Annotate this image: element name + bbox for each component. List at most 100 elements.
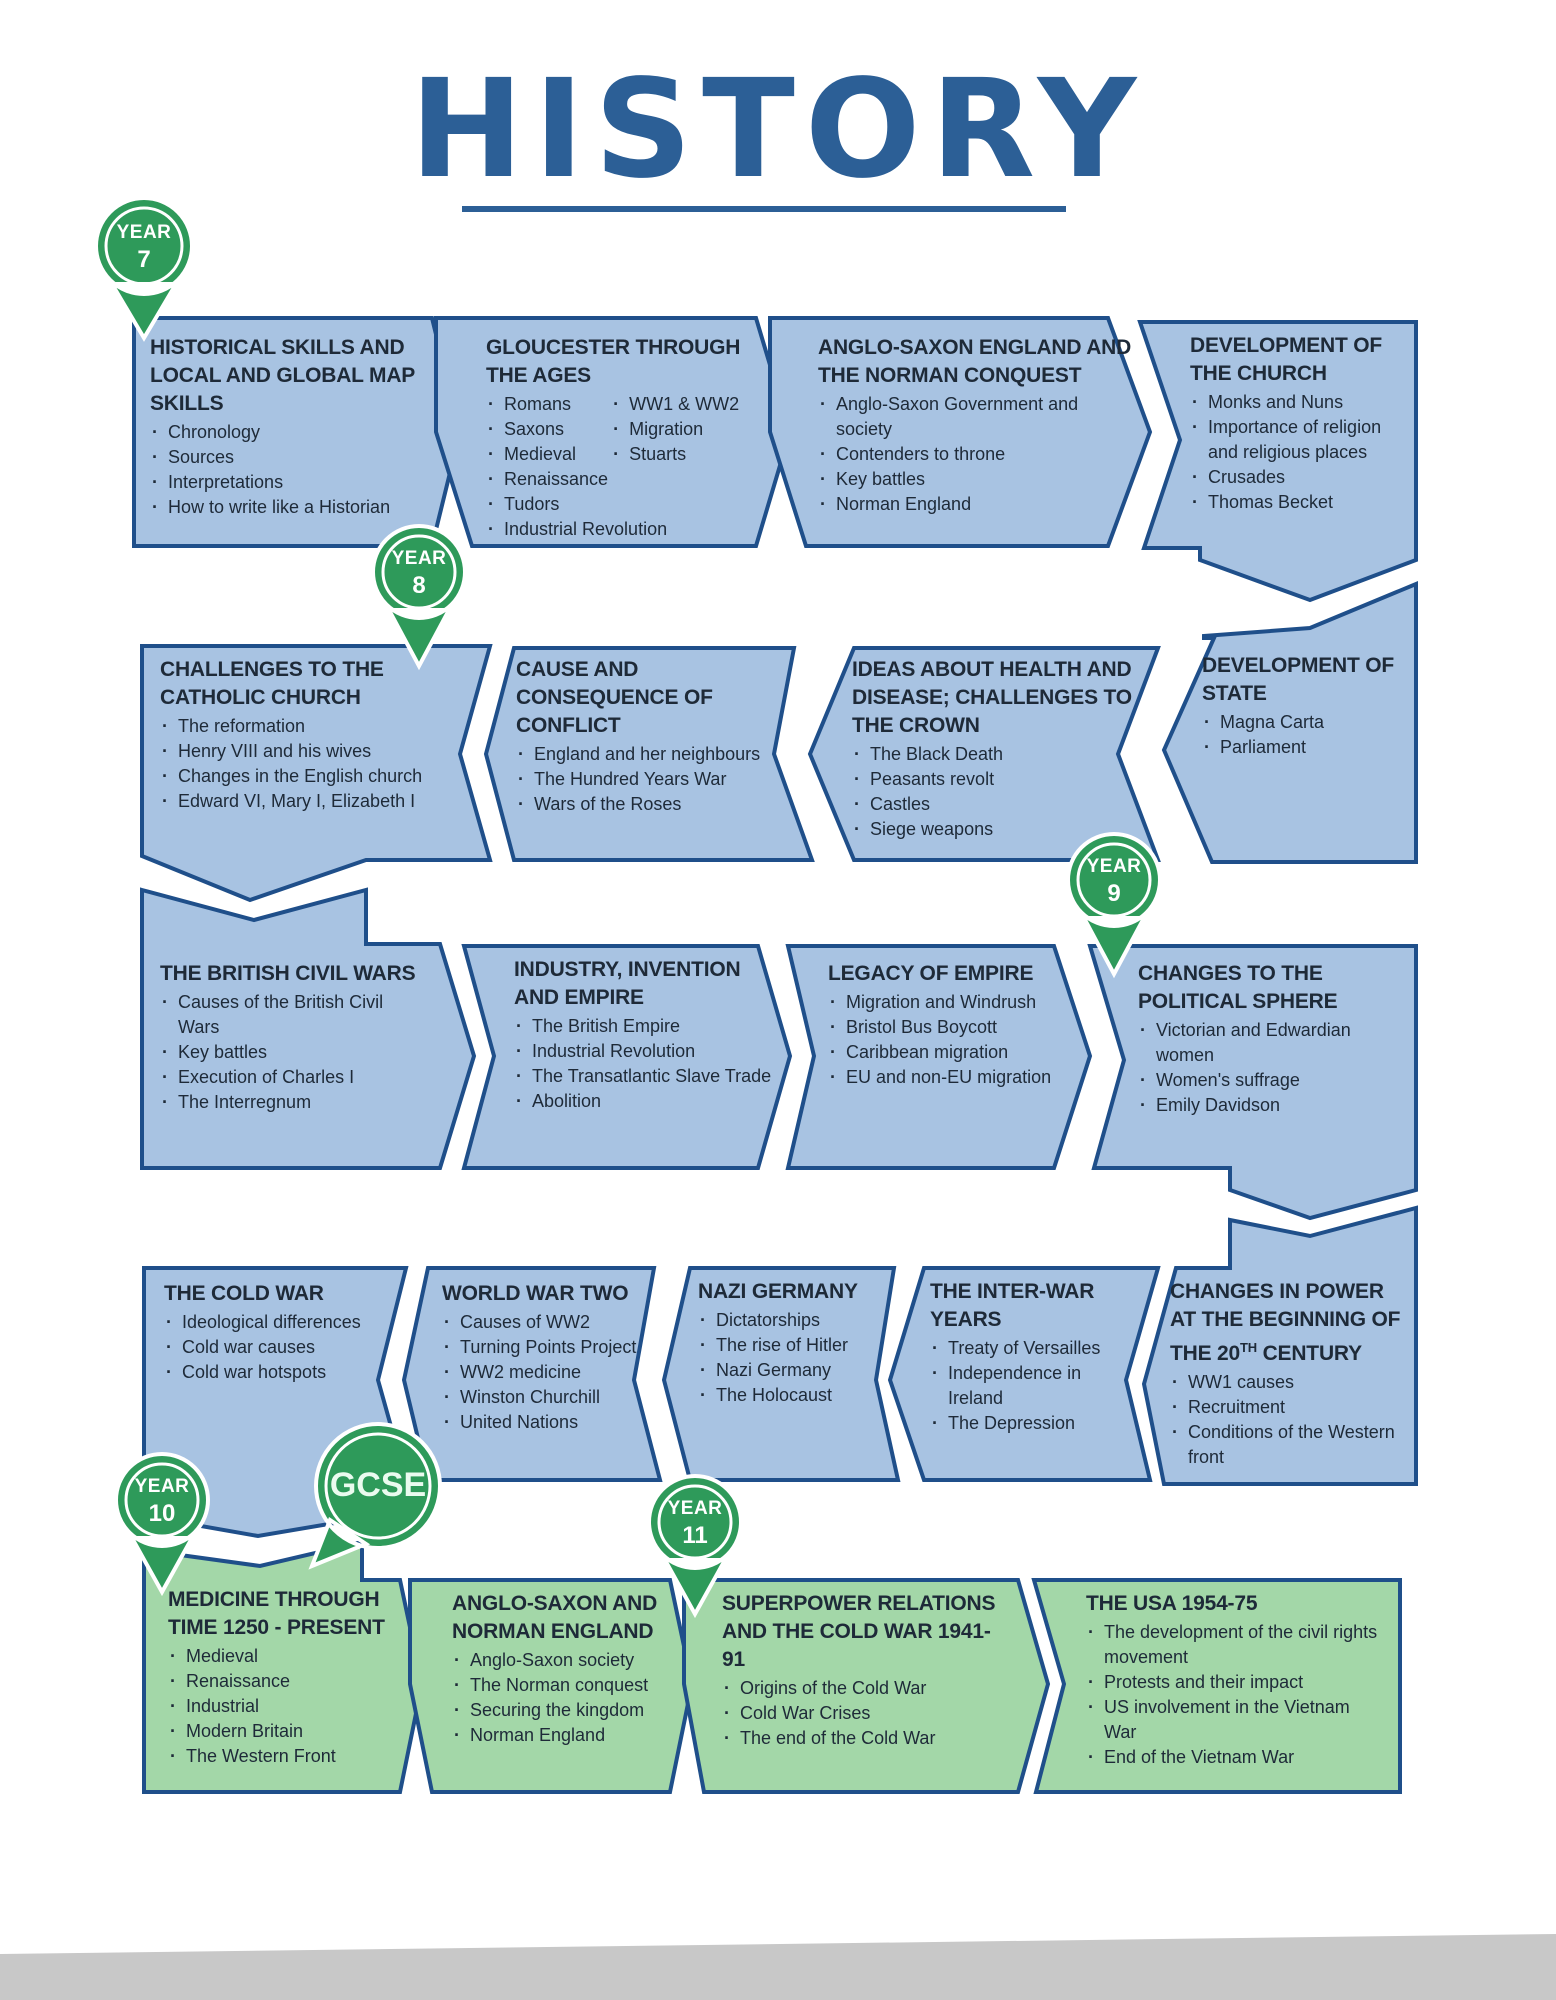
list-item: Medieval [486,442,667,467]
list-item: Renaissance [168,1669,398,1694]
list-item: Securing the kingdom [452,1698,662,1723]
topic-title: ANGLO-SAXON AND NORMAN ENGLAND [452,1592,658,1643]
list-item: Women's suffrage [1138,1068,1408,1093]
list-item: The Black Death [852,742,1132,767]
topic-nazi: NAZI GERMANY Dictatorships The rise of H… [698,1278,878,1408]
gcse-marker: GCSE [318,1466,438,1510]
list-item: Castles [852,792,1132,817]
gcse-marker-ring [324,1432,432,1540]
list-item: Thomas Becket [1190,490,1400,515]
list-item: Key battles [818,467,1136,492]
list-item: The Norman conquest [452,1673,662,1698]
topic-title: LEGACY OF EMPIRE [828,962,1034,985]
list-item: Ideological differences [164,1310,390,1335]
year11-marker-ring [657,1484,733,1560]
topic-title: CHANGES TO THE POLITICAL SPHERE [1138,962,1338,1013]
list-item: Wars of the Roses [516,792,796,817]
list-item: The Hundred Years War [516,767,796,792]
list-item: Medieval [168,1644,398,1669]
topic-title: HISTORICAL SKILLS AND LOCAL AND GLOBAL M… [150,336,415,415]
topic-list: Migration and Windrush Bristol Bus Boyco… [828,990,1068,1090]
topic-list: Medieval Renaissance Industrial Modern B… [168,1644,398,1769]
topic-list: Magna Carta Parliament [1202,710,1402,760]
topic-anglo-saxon: ANGLO-SAXON ENGLAND AND THE NORMAN CONQU… [818,334,1136,517]
topic-list: Causes of the British Civil Wars Key bat… [160,990,420,1115]
list-item: Migration [611,417,739,442]
list-item: Cold war causes [164,1335,390,1360]
topic-columns: Romans Saxons Medieval Renaissance Tudor… [486,392,746,542]
list-item: Edward VI, Mary I, Elizabeth I [160,789,460,814]
list-item: Victorian and Edwardian women [1138,1018,1408,1068]
year10-marker-number: 10 [148,1500,176,1527]
topic-gloucester: GLOUCESTER THROUGH THE AGES Romans Saxon… [486,334,746,542]
list-item: Turning Points Project [442,1335,652,1360]
topic-political: CHANGES TO THE POLITICAL SPHERE Victoria… [1138,960,1408,1118]
topic-church: DEVELOPMENT OF THE CHURCH Monks and Nuns… [1190,332,1400,515]
list-item: The development of the civil rights move… [1086,1620,1386,1670]
topic-power: CHANGES IN POWER AT THE BEGINNING OF THE… [1170,1278,1406,1470]
list-item: Modern Britain [168,1719,398,1744]
list-item: How to write like a Historian [150,495,420,520]
topic-title: THE INTER-WAR YEARS [930,1280,1095,1331]
list-item: Norman England [818,492,1136,517]
topic-title: MEDICINE THROUGH TIME 1250 - PRESENT [168,1588,385,1639]
page-title: HISTORY [409,51,1147,209]
list-item: Conditions of the Western front [1170,1420,1406,1470]
topic-title: IDEAS ABOUT HEALTH AND DISEASE; CHALLENG… [852,658,1132,737]
year9-marker-ring [1076,842,1152,918]
year8-marker-ring [381,534,457,610]
year9-marker-year: YEAR [1086,856,1142,877]
title-underline [462,206,1066,212]
list-item: The Transatlantic Slave Trade [514,1064,774,1089]
topic-list: Romans Saxons Medieval Renaissance Tudor… [486,392,667,542]
list-item: Peasants revolt [852,767,1132,792]
topic-inter-war: THE INTER-WAR YEARS Treaty of Versailles… [930,1278,1110,1436]
list-item: Causes of WW2 [442,1310,652,1335]
list-item: Importance of religion and religious pla… [1190,415,1400,465]
list-item: Cold War Crises [722,1701,1012,1726]
list-item: Romans [486,392,667,417]
topic-state: DEVELOPMENT OF STATE Magna Carta Parliam… [1202,652,1402,760]
list-item: Changes in the English church [160,764,460,789]
list-item: Contenders to throne [818,442,1136,467]
gcse-speech-bubble [308,1421,442,1570]
gcse-marker-label: GCSE [329,1466,427,1504]
list-item: The rise of Hitler [698,1333,878,1358]
year8-marker: YEAR 8 [379,548,459,608]
list-item: Norman England [452,1723,662,1748]
topic-title-text: CENTURY [1256,1342,1363,1365]
list-item: Saxons [486,417,667,442]
topic-list: Anglo-Saxon Government and society Conte… [818,392,1136,517]
year7-marker: YEAR 7 [104,222,184,282]
year9-marker-pin [1066,831,1162,979]
topic-title-text: CHANGES IN POWER AT THE BEGINNING OF THE… [1170,1280,1401,1365]
list-item: Henry VIII and his wives [160,739,460,764]
list-item: Renaissance [486,467,667,492]
topic-title: GLOUCESTER THROUGH THE AGES [486,336,741,387]
topic-title: CHALLENGES TO THE CATHOLIC CHURCH [160,658,384,709]
topic-historical-skills: HISTORICAL SKILLS AND LOCAL AND GLOBAL M… [150,334,420,520]
topic-list: Origins of the Cold War Cold War Crises … [722,1676,1012,1751]
topic-title: DEVELOPMENT OF STATE [1202,654,1395,705]
topic-cold-war: THE COLD WAR Ideological differences Col… [164,1280,390,1385]
year9-marker-number: 9 [1107,880,1121,907]
topic-health: IDEAS ABOUT HEALTH AND DISEASE; CHALLENG… [852,656,1132,842]
year10-marker-pin [114,1451,210,1597]
year10-marker-year: YEAR [134,1476,190,1497]
topic-title: DEVELOPMENT OF THE CHURCH [1190,334,1383,385]
list-item: EU and non-EU migration [828,1065,1068,1090]
year9-marker: YEAR 9 [1074,856,1154,916]
topic-title: NAZI GERMANY [698,1280,858,1303]
list-item: Independence in Ireland [930,1361,1110,1411]
list-item: England and her neighbours [516,742,796,767]
year11-marker: YEAR 11 [655,1498,735,1558]
topic-list: WW1 & WW2 Migration Stuarts [611,392,739,542]
topic-list: Victorian and Edwardian women Women's su… [1138,1018,1408,1118]
list-item: The end of the Cold War [722,1726,1012,1751]
list-item: Chronology [150,420,420,445]
year11-marker-year: YEAR [667,1498,723,1519]
list-item: Industrial [168,1694,398,1719]
list-item: United Nations [442,1410,652,1435]
list-item: Emily Davidson [1138,1093,1408,1118]
topic-conflict: CAUSE AND CONSEQUENCE OF CONFLICT Englan… [516,656,796,817]
